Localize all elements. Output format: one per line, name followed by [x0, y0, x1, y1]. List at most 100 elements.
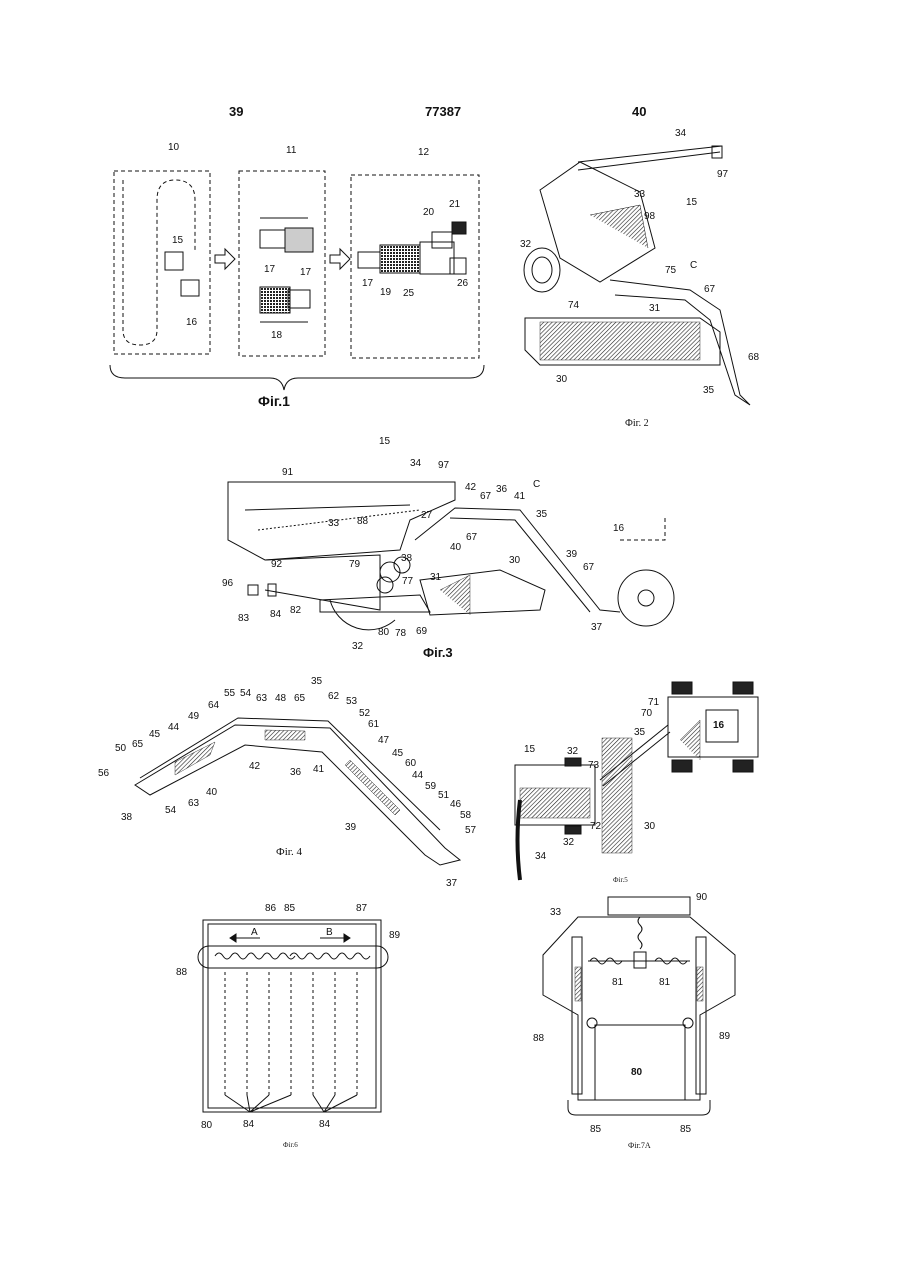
- reference-numeral: 34: [535, 851, 547, 862]
- reference-numeral: 84: [270, 609, 282, 620]
- reference-numeral: 35: [311, 676, 323, 687]
- reference-numeral: 44: [168, 722, 180, 733]
- fig7a-labels: 33 90 81 81 88 89 80 85 85: [533, 892, 731, 1135]
- reference-numeral: 65: [294, 693, 306, 704]
- reference-numeral: 81: [612, 977, 624, 988]
- reference-numeral: 19: [380, 287, 392, 298]
- reference-numeral: 83: [238, 613, 250, 624]
- reference-numeral: 40: [206, 787, 218, 798]
- fig7a-diagram: [543, 897, 735, 1115]
- reference-numeral: 27: [421, 510, 433, 521]
- reference-numeral: 91: [282, 467, 294, 478]
- reference-numeral: 21: [449, 199, 461, 210]
- reference-numeral: 92: [271, 559, 283, 570]
- reference-numeral: 36: [496, 484, 508, 495]
- reference-numeral: 32: [352, 641, 364, 652]
- reference-numeral: 35: [634, 727, 646, 738]
- reference-numeral: 40: [450, 542, 462, 553]
- reference-numeral: 34: [675, 128, 687, 139]
- reference-numeral: 88: [533, 1033, 545, 1044]
- reference-numeral: 44: [412, 770, 424, 781]
- reference-numeral: 36: [290, 767, 302, 778]
- reference-numeral: 62: [328, 691, 340, 702]
- reference-numeral: 26: [457, 278, 469, 289]
- reference-numeral: 41: [514, 491, 526, 502]
- reference-numeral: 84: [319, 1119, 331, 1130]
- reference-numeral: B: [326, 927, 333, 938]
- reference-numeral: 82: [290, 605, 302, 616]
- reference-numeral: 34: [410, 458, 422, 469]
- reference-numeral: 42: [465, 482, 477, 493]
- reference-numeral: 35: [536, 509, 548, 520]
- reference-numeral: 80: [631, 1067, 643, 1078]
- reference-numeral: 53: [346, 696, 358, 707]
- reference-numeral: A: [251, 927, 258, 938]
- fig4-diagram: [135, 718, 460, 865]
- reference-numeral: 74: [568, 300, 580, 311]
- reference-numeral: 16: [613, 523, 625, 534]
- reference-numeral: 39: [345, 822, 357, 833]
- reference-numeral: 16: [186, 317, 198, 328]
- reference-numeral: 10: [168, 142, 180, 153]
- reference-numeral: 45: [392, 748, 404, 759]
- reference-numeral: 37: [591, 622, 603, 633]
- reference-numeral: 67: [583, 562, 595, 573]
- reference-numeral: 35: [703, 385, 715, 396]
- reference-numeral: 90: [696, 892, 708, 903]
- reference-numeral: 63: [188, 798, 200, 809]
- reference-numeral: 15: [524, 744, 536, 755]
- reference-numeral: 61: [368, 719, 380, 730]
- reference-numeral: 75: [665, 265, 677, 276]
- reference-numeral: 58: [460, 810, 472, 821]
- reference-numeral: 68: [748, 352, 760, 363]
- reference-numeral: 72: [590, 821, 602, 832]
- reference-numeral: 51: [438, 790, 450, 801]
- reference-numeral: 30: [556, 374, 568, 385]
- reference-numeral: 71: [648, 697, 660, 708]
- fig3-labels: 15 34 97 91 33 88 27 42 36 67 41 C 35 40…: [222, 436, 625, 652]
- reference-numeral: 38: [121, 812, 133, 823]
- reference-numeral: 87: [356, 903, 368, 914]
- reference-numeral: 79: [349, 559, 361, 570]
- reference-numeral: C: [690, 260, 697, 271]
- reference-numeral: 98: [644, 211, 656, 222]
- reference-numeral: 89: [719, 1031, 731, 1042]
- reference-numeral: 78: [395, 628, 407, 639]
- reference-numeral: 96: [222, 578, 234, 589]
- reference-numeral: 39: [566, 549, 578, 560]
- reference-numeral: 97: [438, 460, 450, 471]
- reference-numeral: 47: [378, 735, 390, 746]
- reference-numeral: 63: [256, 693, 268, 704]
- reference-numeral: 89: [389, 930, 401, 941]
- reference-numeral: 54: [165, 805, 177, 816]
- reference-numeral: 18: [271, 330, 283, 341]
- reference-numeral: 56: [98, 768, 110, 779]
- reference-numeral: 20: [423, 207, 435, 218]
- reference-numeral: 12: [418, 147, 430, 158]
- reference-numeral: 54: [240, 688, 252, 699]
- reference-numeral: 65: [132, 739, 144, 750]
- reference-numeral: 45: [149, 729, 161, 740]
- reference-numeral: 88: [357, 516, 369, 527]
- reference-numeral: 33: [634, 189, 646, 200]
- reference-numeral: 25: [403, 288, 415, 299]
- reference-numeral: 77: [402, 576, 414, 587]
- reference-numeral: 67: [704, 284, 716, 295]
- reference-numeral: 64: [208, 700, 220, 711]
- fig2-diagram: [524, 146, 750, 405]
- reference-numeral: 37: [446, 878, 458, 889]
- reference-numeral: 48: [275, 693, 287, 704]
- reference-numeral: 59: [425, 781, 437, 792]
- fig6-labels: 86 85 87 A B 89 88 80 84 84: [176, 903, 401, 1131]
- reference-numeral: 15: [686, 197, 698, 208]
- reference-numeral: 60: [405, 758, 417, 769]
- reference-numeral: 11: [286, 145, 297, 156]
- reference-numeral: 85: [680, 1124, 692, 1135]
- reference-numeral: 73: [588, 760, 600, 771]
- fig4-labels: 35 55 54 63 48 65 62 53 64 52 49 61 44 4…: [98, 676, 477, 889]
- fig1-diagram: [110, 171, 484, 390]
- reference-numeral: 86: [265, 903, 277, 914]
- fig5-diagram: [515, 682, 758, 880]
- reference-numeral: 32: [563, 837, 575, 848]
